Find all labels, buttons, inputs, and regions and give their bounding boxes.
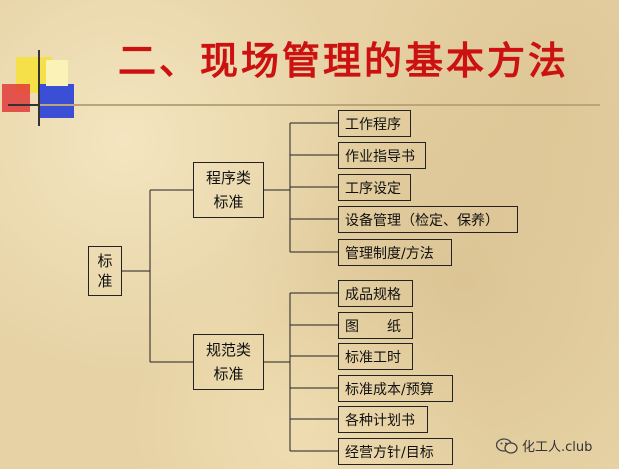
root-node-standard: 标 准 [88, 246, 122, 296]
leaf-spec-5: 各种计划书 [338, 406, 428, 433]
spec-standard-node: 规范类 标准 [193, 334, 264, 390]
leaf-procedure-1: 工作程序 [338, 110, 411, 137]
leaf-procedure-4: 设备管理（检定、保养） [338, 206, 518, 233]
deco-blue-square [40, 84, 74, 118]
deco-pale-square [46, 60, 68, 86]
leaf-procedure-2: 作业指导书 [338, 142, 426, 169]
spec-label-line2: 标准 [213, 365, 244, 383]
watermark-text: 化工人.club [522, 440, 593, 455]
procedure-label-line1: 程序类 [205, 169, 251, 187]
page-title: 二、现场管理的基本方法 [118, 38, 570, 83]
root-label-line2: 准 [97, 272, 113, 290]
wechat-icon [496, 437, 518, 454]
leaf-procedure-3: 工序设定 [338, 174, 411, 201]
title-rule [40, 104, 600, 106]
leaf-spec-3: 标准工时 [338, 343, 413, 370]
leaf-spec-6: 经营方针/目标 [338, 438, 453, 465]
spec-label-line1: 规范类 [205, 341, 251, 359]
leaf-spec-4: 标准成本/预算 [338, 375, 453, 402]
leaf-spec-1: 成品规格 [338, 280, 413, 307]
root-label-line1: 标 [97, 252, 113, 270]
leaf-spec-2: 图 纸 [338, 312, 413, 339]
deco-red-square [2, 84, 30, 112]
procedure-standard-node: 程序类 标准 [193, 162, 264, 218]
deco-vertical-line [38, 50, 40, 126]
watermark: 化工人.club [496, 436, 592, 455]
procedure-label-line2: 标准 [213, 193, 244, 211]
deco-horizontal-line [8, 104, 68, 106]
leaf-procedure-5: 管理制度/方法 [338, 239, 452, 266]
